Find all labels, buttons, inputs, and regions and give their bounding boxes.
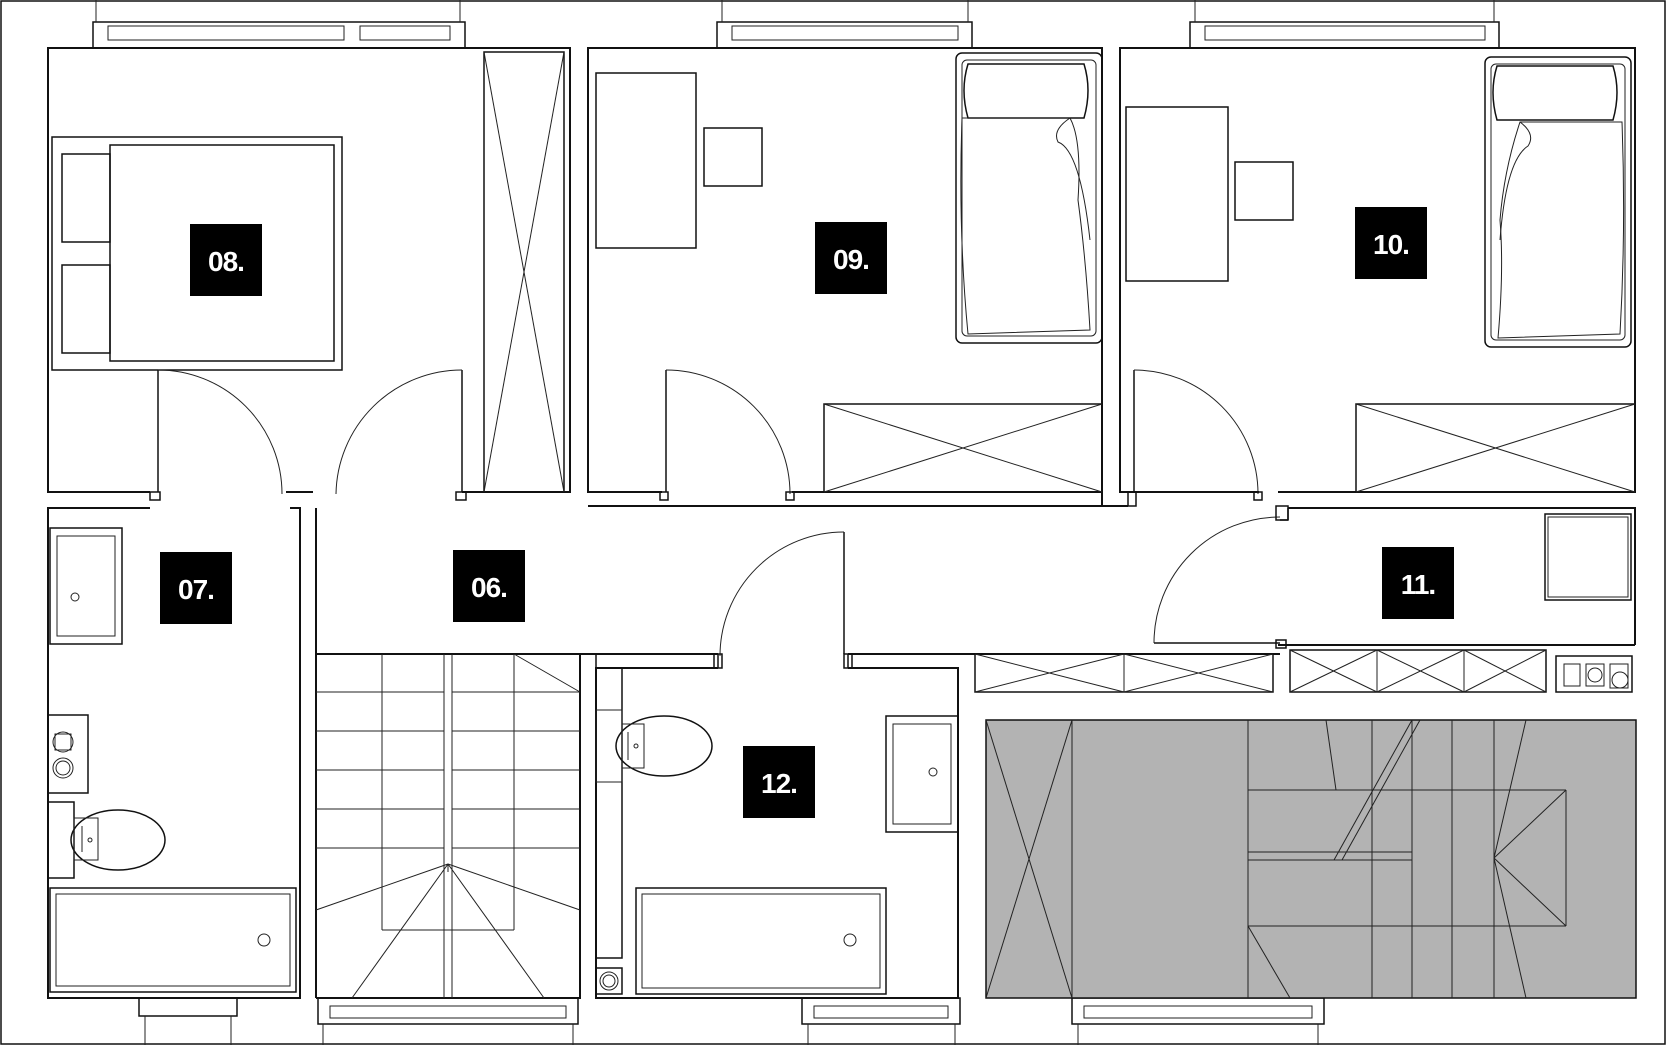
single-bed-frame bbox=[1484, 56, 1632, 348]
room-label-12: 12. bbox=[743, 746, 815, 818]
pillow-icon bbox=[963, 63, 1089, 119]
room-label-10-text: 10. bbox=[1373, 229, 1409, 260]
room-label-10: 10. bbox=[1355, 207, 1427, 279]
window-bottom-4 bbox=[1071, 997, 1325, 1045]
room-11-furniture bbox=[974, 513, 1633, 693]
chair bbox=[703, 127, 763, 187]
washing-machine bbox=[1544, 513, 1632, 601]
stairwell-void bbox=[985, 719, 1637, 999]
drain-icon bbox=[70, 592, 80, 602]
blanket bbox=[960, 117, 1091, 335]
utility-panel bbox=[47, 714, 89, 794]
window-bottom-2 bbox=[317, 997, 579, 1045]
room-label-08-text: 08. bbox=[208, 246, 244, 277]
single-bed-frame bbox=[955, 52, 1103, 344]
window-top-middle bbox=[716, 0, 973, 49]
room-label-11: 11. bbox=[1382, 547, 1454, 619]
wardrobe bbox=[823, 403, 1103, 493]
utility-panel bbox=[1555, 655, 1633, 693]
double-bed-mattress bbox=[109, 144, 335, 362]
pillow-icon bbox=[61, 264, 111, 354]
room-07-furniture bbox=[47, 527, 297, 993]
room-label-06: 06. bbox=[453, 550, 525, 622]
window-top-left bbox=[92, 0, 466, 49]
drain-icon bbox=[928, 767, 938, 777]
drain-icon bbox=[257, 933, 271, 947]
door-room-10[interactable] bbox=[1127, 369, 1263, 507]
door-room-08[interactable] bbox=[149, 369, 283, 501]
toilet-icon bbox=[70, 809, 166, 871]
door-room-12[interactable] bbox=[713, 531, 853, 669]
chair bbox=[1234, 161, 1294, 221]
room-10-furniture bbox=[1125, 56, 1636, 493]
toilet-icon bbox=[615, 715, 713, 777]
door-corridor-06[interactable] bbox=[335, 369, 467, 501]
sink bbox=[885, 715, 959, 833]
desk bbox=[1125, 106, 1229, 282]
wardrobe bbox=[1355, 403, 1636, 493]
room-label-06-text: 06. bbox=[471, 572, 507, 603]
toilet-tank bbox=[47, 801, 75, 879]
wardrobe bbox=[483, 51, 565, 493]
pillow-icon bbox=[1492, 65, 1618, 121]
room-label-11-text: 11. bbox=[1401, 569, 1435, 600]
double-bed-frame bbox=[51, 136, 343, 371]
room-label-09-text: 09. bbox=[833, 244, 869, 275]
room-label-08: 08. bbox=[190, 224, 262, 296]
cabinet bbox=[1289, 649, 1547, 693]
room-09-furniture bbox=[595, 52, 1103, 493]
bathtub bbox=[49, 887, 297, 993]
utility-panel bbox=[595, 967, 623, 995]
bathtub bbox=[635, 887, 887, 995]
door-room-09[interactable] bbox=[659, 369, 795, 501]
room-12-furniture bbox=[595, 654, 959, 995]
sink bbox=[49, 527, 123, 645]
pillow-icon bbox=[61, 153, 111, 243]
room-label-07: 07. bbox=[160, 552, 232, 624]
drain-icon bbox=[843, 933, 857, 947]
room-08-furniture bbox=[51, 51, 565, 493]
room-label-09: 09. bbox=[815, 222, 887, 294]
window-bottom-1 bbox=[138, 997, 238, 1045]
window-top-right bbox=[1189, 0, 1500, 49]
room-label-07-text: 07. bbox=[178, 574, 214, 605]
installation-wall bbox=[595, 667, 623, 959]
desk bbox=[595, 72, 697, 249]
door-room-11[interactable] bbox=[1153, 505, 1289, 649]
window-bottom-3 bbox=[801, 997, 961, 1045]
room-label-12-text: 12. bbox=[761, 768, 797, 799]
blanket bbox=[1497, 121, 1625, 339]
staircase bbox=[315, 653, 581, 999]
